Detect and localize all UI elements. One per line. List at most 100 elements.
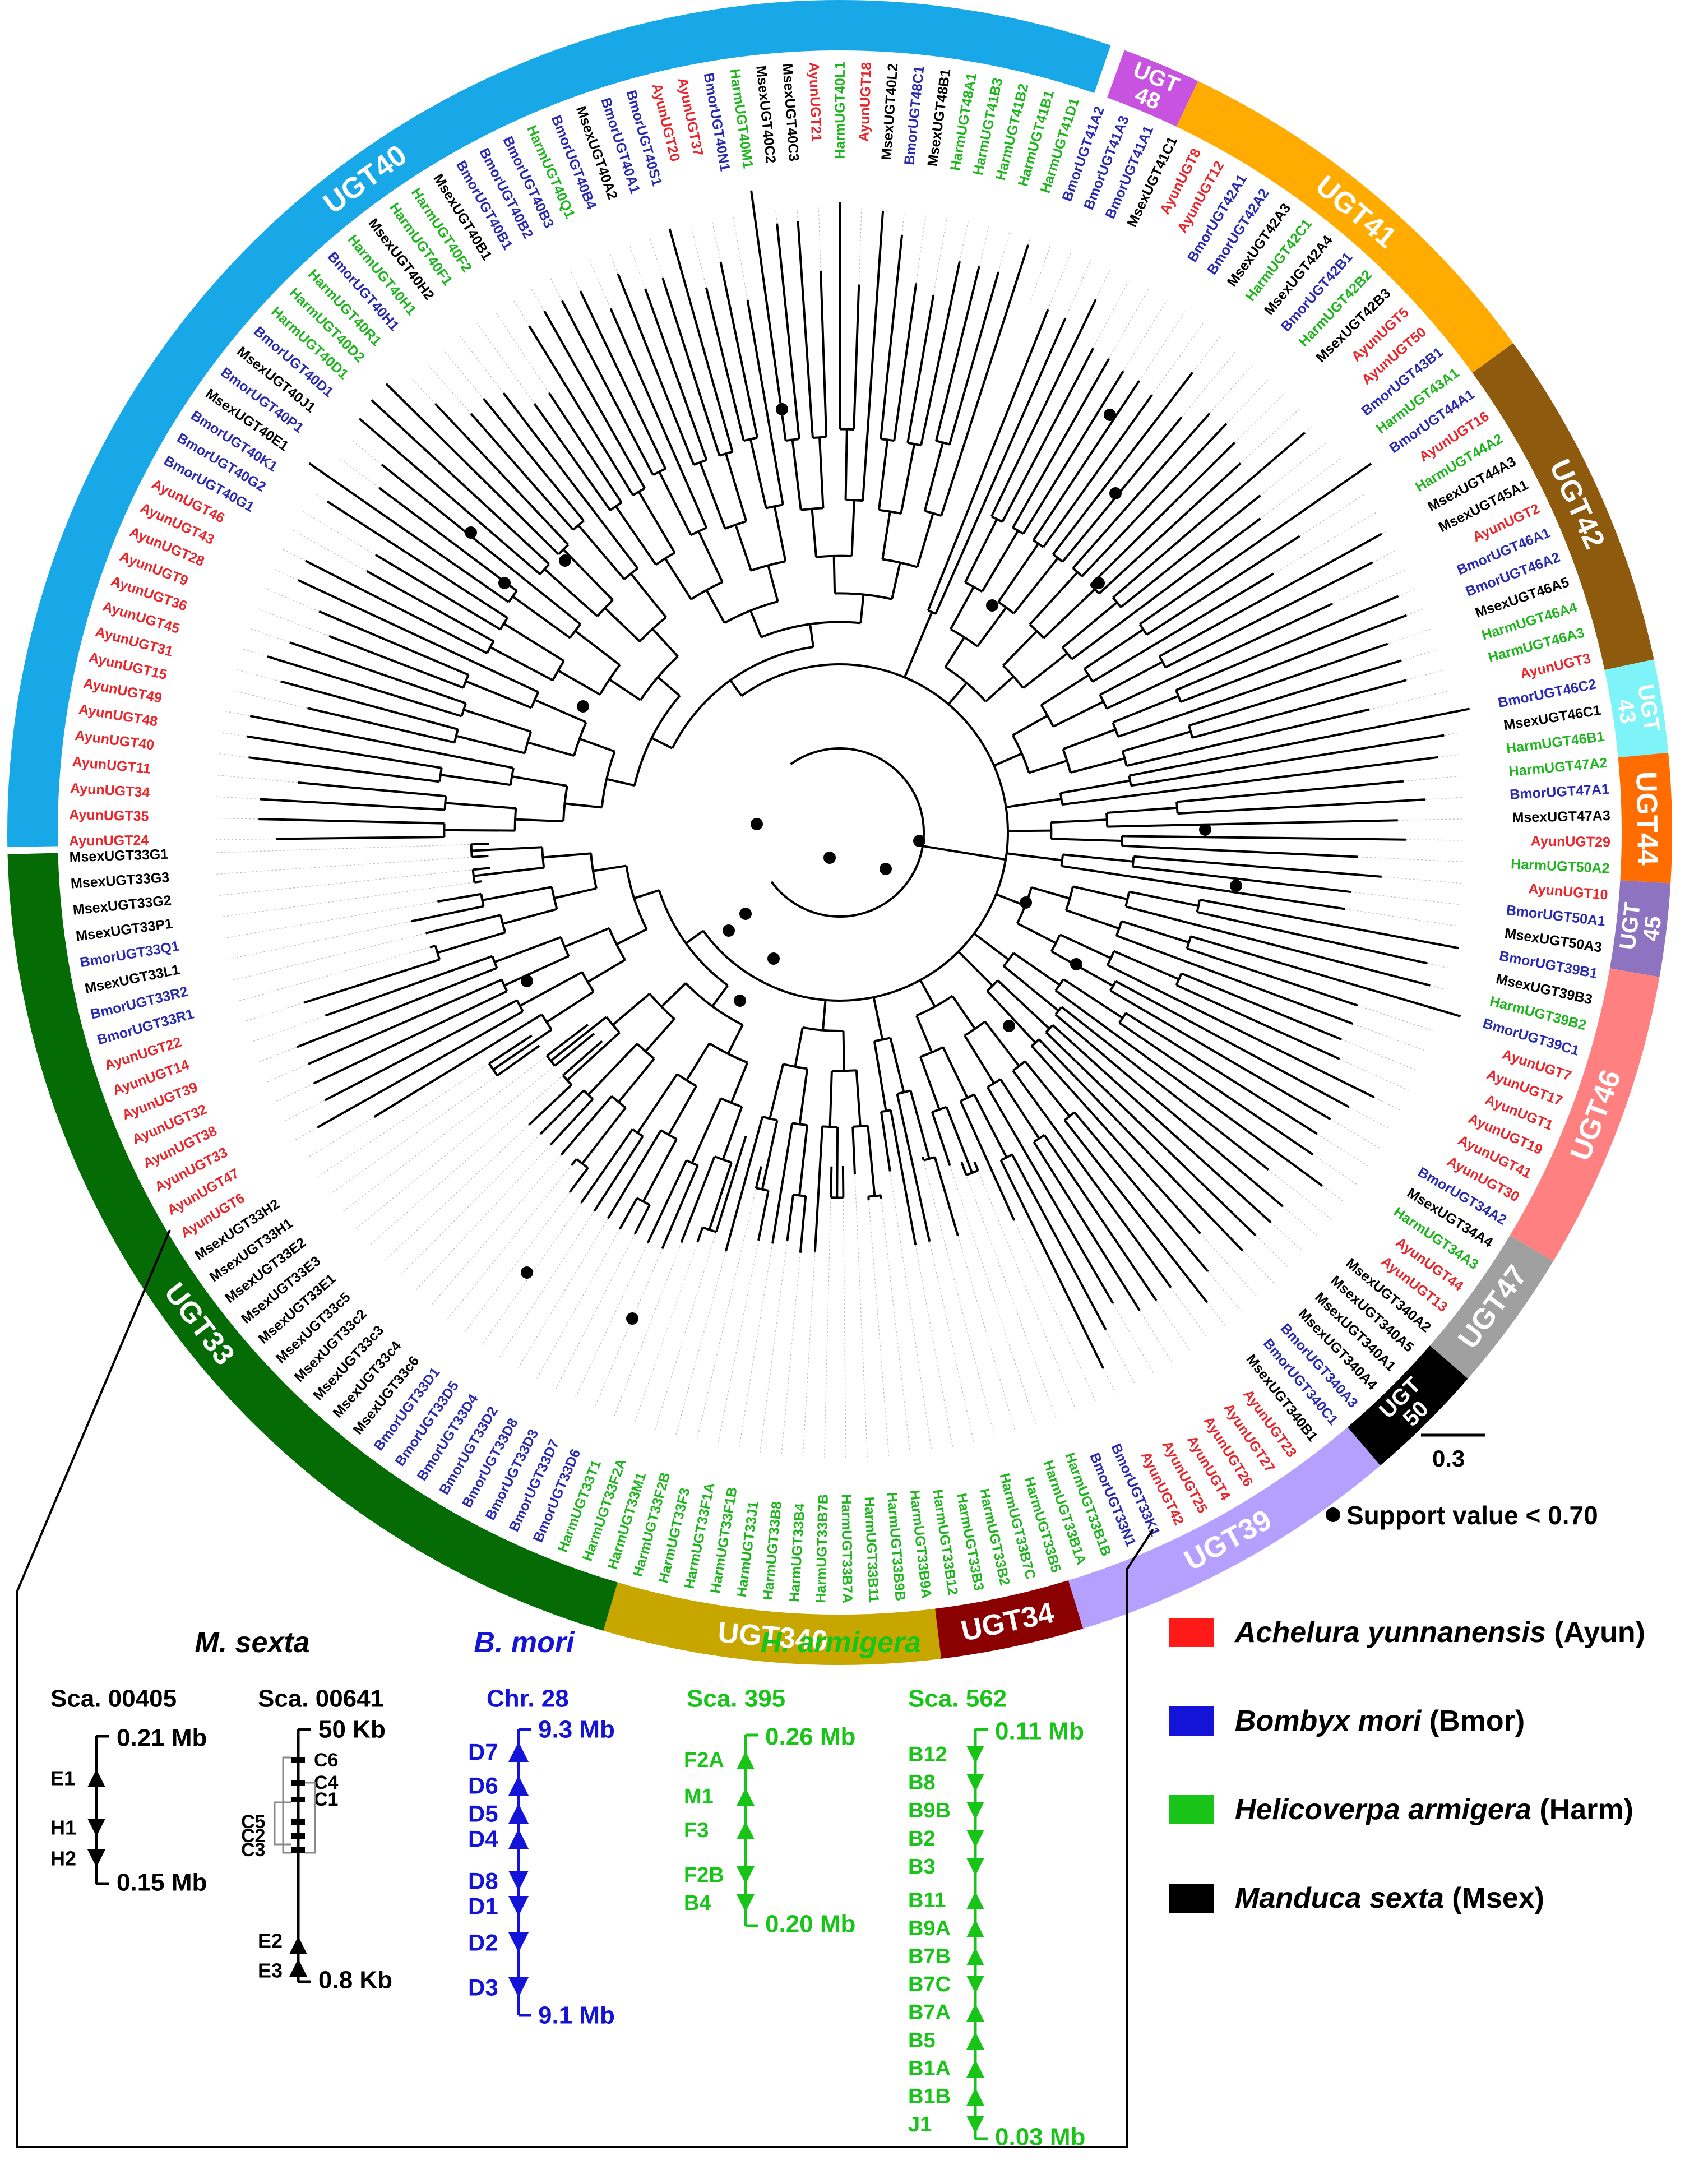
- gene-arrow: [737, 1751, 755, 1769]
- cluster-text: F3: [684, 1819, 709, 1842]
- branch: [697, 530, 724, 583]
- branch: [1013, 557, 1059, 614]
- branch: [999, 1159, 1104, 1369]
- guide-line: [1406, 608, 1424, 616]
- branch: [1062, 601, 1118, 649]
- legend-swatch: [1169, 1795, 1214, 1824]
- guide-line: [915, 213, 927, 284]
- scale-label: 0.3: [1432, 1445, 1465, 1472]
- branch: [502, 392, 639, 570]
- guide-line: [1345, 908, 1458, 927]
- branch: [636, 1043, 655, 1060]
- branch: [658, 471, 692, 536]
- branch: [564, 927, 610, 948]
- guide-line: [1268, 1169, 1331, 1219]
- branch: [811, 508, 817, 557]
- branch: [313, 990, 508, 1085]
- branch: [850, 500, 855, 557]
- branch: [618, 1058, 655, 1103]
- branch: [528, 325, 634, 496]
- guide-line: [1255, 1235, 1289, 1268]
- branch: [1012, 526, 1024, 535]
- cluster-text: B. mori: [474, 1626, 575, 1659]
- family-band: [1347, 1345, 1468, 1466]
- branch: [512, 595, 571, 639]
- branch: [973, 1094, 1008, 1158]
- branch: [880, 234, 904, 440]
- branch: [530, 691, 539, 709]
- branch: [986, 1086, 1114, 1304]
- branch: [524, 731, 533, 753]
- branch: [1112, 695, 1179, 724]
- gene-arrow: [966, 2060, 984, 2078]
- gene-block: [291, 1780, 305, 1786]
- guide-line: [1260, 441, 1328, 496]
- branch: [726, 1024, 744, 1054]
- branch: [371, 399, 550, 565]
- guide-line: [979, 225, 990, 267]
- guide-line: [594, 1248, 663, 1408]
- inset-frame: [16, 1229, 1154, 2148]
- guide-line: [414, 1144, 551, 1292]
- branch: [991, 515, 1003, 523]
- cluster-text: Sca. 562: [908, 1685, 1007, 1713]
- cluster-text: C4: [314, 1772, 339, 1793]
- branch: [1061, 416, 1183, 563]
- branch: [325, 955, 493, 1017]
- branch: [755, 1166, 762, 1188]
- branch: [867, 1196, 870, 1201]
- branch: [734, 524, 752, 571]
- branch: [572, 520, 585, 531]
- guide-line: [1013, 1220, 1097, 1403]
- branch: [1132, 865, 1352, 894]
- tree-branches: [247, 190, 1470, 1369]
- branch: [657, 676, 681, 697]
- branch: [746, 299, 784, 505]
- branch: [374, 553, 501, 631]
- branch: [550, 886, 558, 910]
- guide-line: [1103, 1368, 1116, 1394]
- branch: [1146, 535, 1300, 636]
- branch: [633, 889, 660, 900]
- cluster-text: D2: [468, 1930, 498, 1956]
- branch: [554, 887, 597, 900]
- branch: [791, 440, 802, 510]
- branch: [1070, 757, 1125, 774]
- branch: [896, 1093, 931, 1242]
- branch: [546, 1055, 556, 1067]
- cluster-text: D1: [468, 1893, 498, 1920]
- branch: [636, 1073, 678, 1134]
- branch: [557, 669, 601, 696]
- branch: [633, 695, 681, 786]
- cluster-text: C6: [314, 1750, 338, 1771]
- branch: [528, 1084, 572, 1126]
- guide-line: [256, 608, 330, 637]
- branch: [890, 1109, 917, 1246]
- branch: [1199, 898, 1460, 950]
- branch: [867, 1125, 876, 1196]
- branch: [708, 1162, 733, 1231]
- guide-line: [442, 349, 484, 399]
- leaf-label: MsexUGT40C2: [753, 65, 779, 164]
- branch: [699, 462, 726, 529]
- branch: [318, 610, 469, 676]
- guide-line: [1095, 269, 1111, 300]
- branch: [725, 1116, 764, 1252]
- guide-line: [609, 251, 619, 274]
- guide-line: [675, 1251, 726, 1436]
- guide-line: [1192, 336, 1221, 373]
- guide-line: [223, 732, 247, 737]
- branch: [715, 1136, 747, 1233]
- branch: [566, 1032, 621, 1081]
- family-band: [7, 853, 618, 1631]
- branch: [258, 818, 445, 825]
- branch: [1106, 603, 1333, 710]
- branch: [957, 951, 994, 987]
- guide-line: [696, 1166, 762, 1441]
- leaf-label: BmorUGT47A1: [1509, 781, 1609, 803]
- gene-arrow: [737, 1821, 755, 1839]
- family-label: UGT44: [1630, 771, 1664, 866]
- branch: [540, 1014, 553, 1030]
- branch: [997, 543, 1040, 603]
- branch: [897, 1089, 911, 1095]
